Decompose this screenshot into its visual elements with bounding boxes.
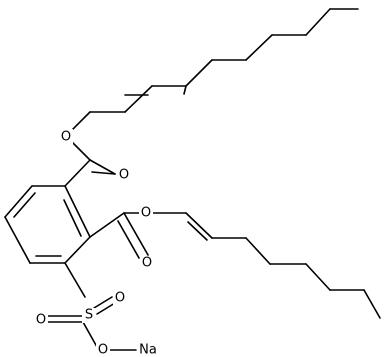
double-bond-inner xyxy=(96,302,116,315)
bond xyxy=(185,59,213,87)
bond xyxy=(117,220,140,259)
atom-o-sulfonyl-right: O xyxy=(115,291,125,306)
double-bond xyxy=(93,296,113,309)
aromatic-inner xyxy=(13,192,36,218)
bond xyxy=(82,321,98,348)
bond xyxy=(245,237,271,265)
atom-o-carbonyl-upper: O xyxy=(119,168,129,183)
bond xyxy=(89,159,116,175)
bond xyxy=(64,236,91,264)
atom-na: Na xyxy=(139,343,157,357)
bond xyxy=(183,85,187,95)
atom-o-ester-upper: O xyxy=(61,130,71,145)
bond xyxy=(64,262,86,298)
atom-o-carbonyl-lower: O xyxy=(142,256,152,271)
bond xyxy=(363,289,381,319)
atom-o-sodium: O xyxy=(98,343,108,357)
lower-octenyl-chain xyxy=(151,212,381,319)
bond xyxy=(305,8,331,36)
bond xyxy=(4,216,31,264)
bond xyxy=(64,185,91,238)
bond xyxy=(91,171,116,175)
upper-ester xyxy=(64,135,116,187)
bond xyxy=(4,185,33,218)
atom-o-ester-lower: O xyxy=(141,206,151,221)
atom-labels: O O O O S O O O Na xyxy=(34,129,159,357)
atom-s: S xyxy=(85,308,93,323)
bond xyxy=(245,34,273,61)
double-bond xyxy=(124,85,153,113)
lower-ester xyxy=(89,212,149,259)
double-bond-inner xyxy=(187,221,208,241)
benzene-ring xyxy=(4,185,91,264)
bond xyxy=(89,212,125,238)
aromatic-inner xyxy=(63,199,82,237)
sulfonate-group xyxy=(47,262,137,351)
bond xyxy=(64,159,91,187)
bond xyxy=(123,212,149,256)
atom-o-sulfonyl-left: O xyxy=(36,313,46,328)
double-bond xyxy=(185,212,213,239)
bond xyxy=(305,263,331,291)
upper-octenyl-chain xyxy=(65,8,359,137)
